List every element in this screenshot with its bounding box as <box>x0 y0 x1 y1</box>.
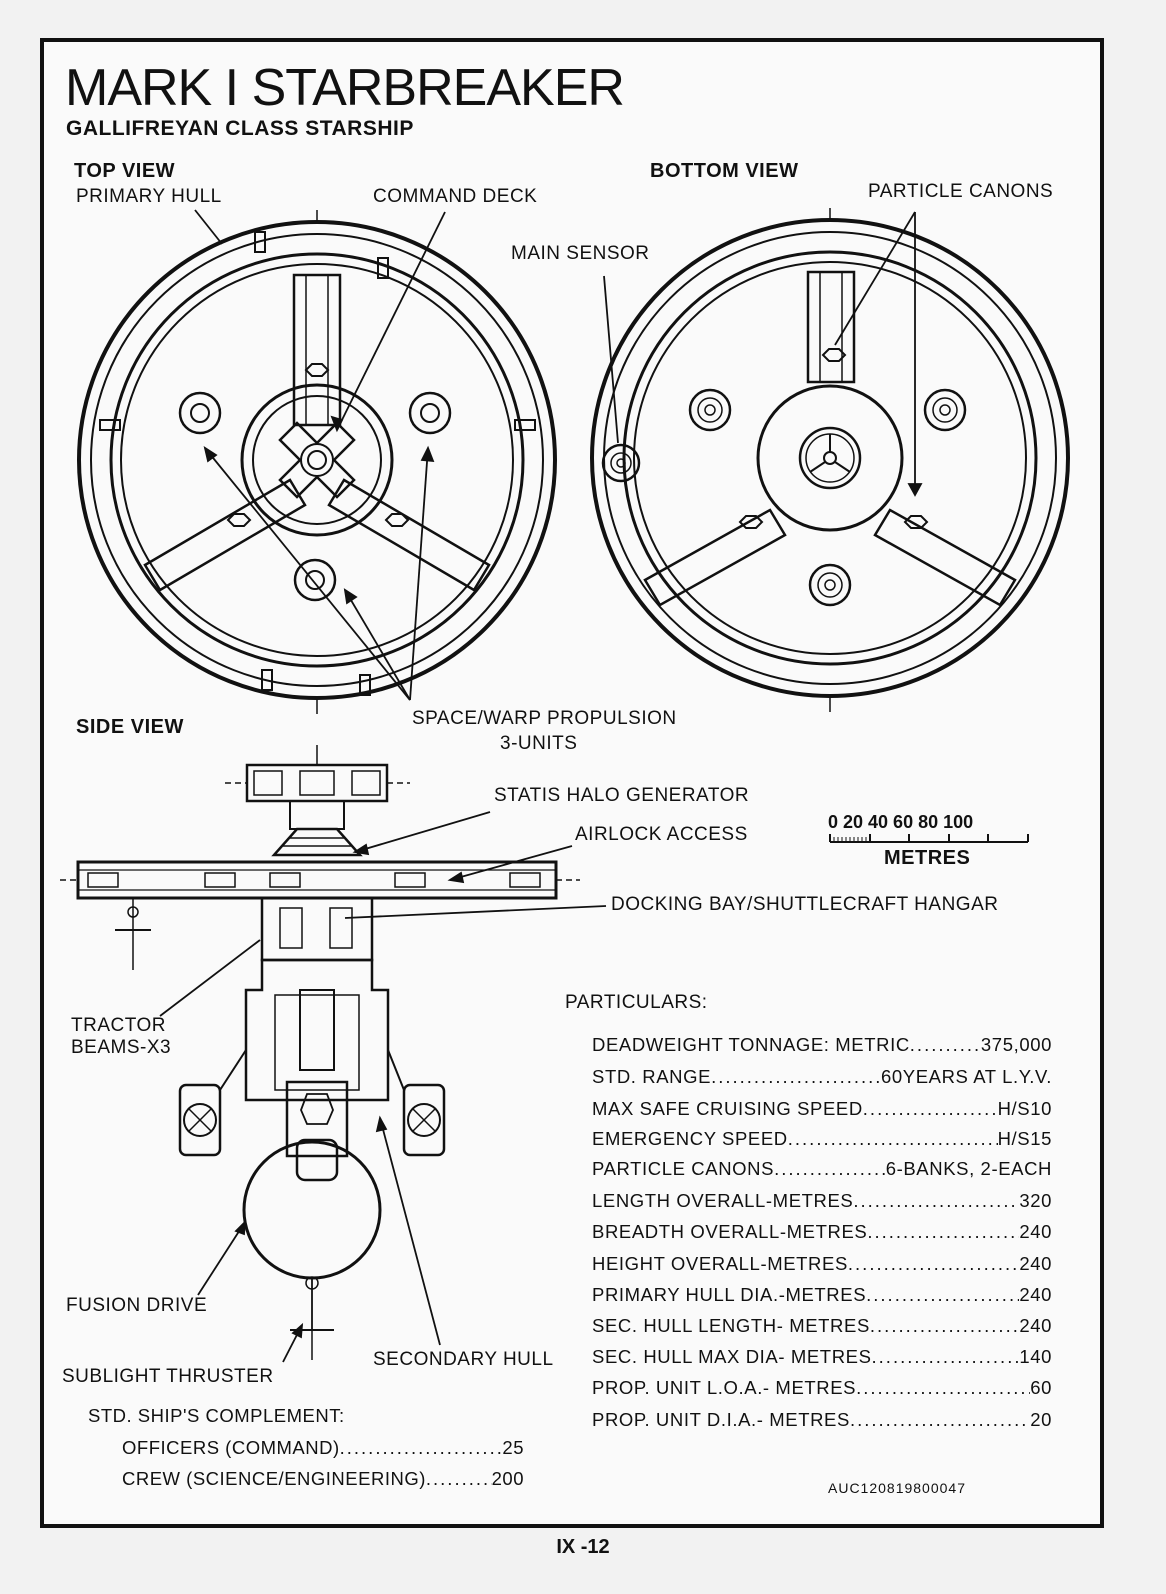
spec-row: PARTICLE CANONS6-BANKS, 2-EACH <box>592 1158 1052 1180</box>
spec-row: MAX SAFE CRUISING SPEEDH/S10 <box>592 1098 1052 1120</box>
spec-row: DEADWEIGHT TONNAGE: METRIC375,000 <box>592 1034 1052 1056</box>
label-secondary-hull: SECONDARY HULL <box>373 1349 554 1370</box>
spec-row: STD. RANGE60YEARS AT L.Y.V. <box>592 1066 1052 1088</box>
label-sublight-thruster: SUBLIGHT THRUSTER <box>62 1366 274 1387</box>
label-particle-canons: PARTICLE CANONS <box>868 181 1054 202</box>
side-view-heading: SIDE VIEW <box>76 716 184 738</box>
spec-row: SEC. HULL MAX DIA- METRES140 <box>592 1346 1052 1368</box>
side-view-drawing <box>60 745 580 1360</box>
scale-unit: METRES <box>884 847 971 869</box>
top-view-drawing <box>77 210 557 714</box>
page-subtitle: GALLIFREYAN CLASS STARSHIP <box>66 117 414 140</box>
spec-row: BREADTH OVERALL-METRES240 <box>592 1221 1052 1243</box>
label-main-sensor: MAIN SENSOR <box>511 243 650 264</box>
label-statis-halo: STATIS HALO GENERATOR <box>494 785 750 806</box>
complement-heading: STD. SHIP'S COMPLEMENT: <box>88 1405 345 1426</box>
label-docking-bay: DOCKING BAY/SHUTTLECRAFT HANGAR <box>611 894 999 915</box>
page-title: MARK I STARBREAKER <box>65 59 625 117</box>
spec-row: EMERGENCY SPEEDH/S15 <box>592 1128 1052 1150</box>
label-command-deck: COMMAND DECK <box>373 186 538 207</box>
scale-bar <box>829 834 1029 843</box>
complement-row: OFFICERS (COMMAND)25 <box>122 1437 524 1459</box>
label-tractor-beams: BEAMS-X3 <box>71 1037 172 1058</box>
callout-leaders <box>159 209 923 1363</box>
spec-row: LENGTH OVERALL-METRES320 <box>592 1190 1052 1212</box>
spec-row: PROP. UNIT L.O.A.- METRES60 <box>592 1377 1052 1399</box>
bottom-view-heading: BOTTOM VIEW <box>650 160 799 182</box>
spec-row: PRIMARY HULL DIA.-METRES240 <box>592 1284 1052 1306</box>
label-propulsion-units: 3-UNITS <box>500 733 578 754</box>
scale-ticks: 0 20 40 60 80 100 <box>828 812 974 832</box>
spec-row: PROP. UNIT D.I.A.- METRES20 <box>592 1409 1052 1431</box>
particulars-heading: PARTICULARS: <box>565 992 708 1013</box>
complement-row: CREW (SCIENCE/ENGINEERING)200 <box>122 1468 524 1490</box>
label-airlock: AIRLOCK ACCESS <box>575 824 748 845</box>
label-primary-hull: PRIMARY HULL <box>76 186 222 207</box>
serial-number: AUC120819800047 <box>828 1480 966 1496</box>
spec-row: SEC. HULL LENGTH- METRES240 <box>592 1315 1052 1337</box>
bottom-view-drawing <box>590 208 1070 712</box>
label-tractor: TRACTOR <box>71 1015 166 1036</box>
label-fusion-drive: FUSION DRIVE <box>66 1295 208 1316</box>
page-number: IX -12 <box>556 1536 610 1558</box>
spec-row: HEIGHT OVERALL-METRES240 <box>592 1253 1052 1275</box>
label-propulsion: SPACE/WARP PROPULSION <box>412 708 677 729</box>
blueprint-frame <box>40 38 1104 1528</box>
top-view-heading: TOP VIEW <box>74 160 176 182</box>
